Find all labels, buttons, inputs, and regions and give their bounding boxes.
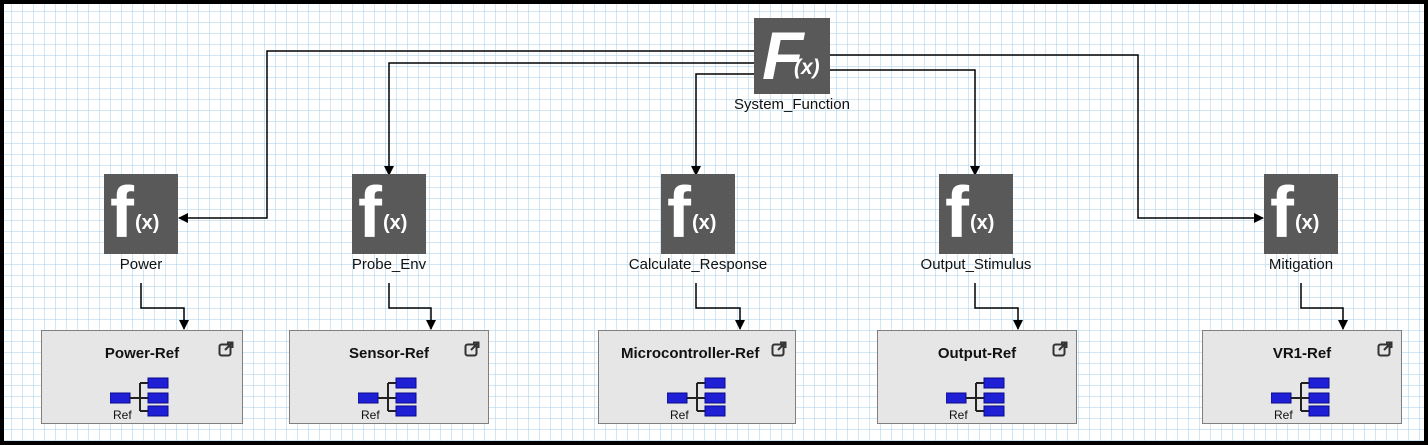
- reference-tag: Ref: [113, 408, 132, 421]
- function-fx-icon: f(x): [104, 173, 178, 254]
- reference-block-vr1-ref[interactable]: VR1-Ref Ref: [1202, 330, 1402, 424]
- reference-tag: Ref: [361, 408, 380, 421]
- function-node-probe-env[interactable]: f(x) Probe_Env: [307, 173, 471, 274]
- system-function-node[interactable]: F(x) System_Function: [704, 18, 880, 114]
- open-external-icon[interactable]: [771, 341, 787, 357]
- edge-system-to-probe-env[interactable]: [384, 62, 754, 176]
- reference-block-sensor-ref[interactable]: Sensor-Ref Ref: [289, 330, 489, 424]
- reference-title: Sensor-Ref: [348, 345, 430, 362]
- edge-power-to-power-ref[interactable]: [140, 283, 189, 330]
- reference-title: VR1-Ref: [1272, 345, 1332, 362]
- edge-output-stimulus-to-output-ref[interactable]: [974, 283, 1023, 330]
- function-node-output-stimulus[interactable]: f(x) Output_Stimulus: [894, 173, 1058, 274]
- reference-tree-icon: Ref: [1271, 377, 1335, 421]
- reference-tag: Ref: [949, 408, 968, 421]
- reference-tree-icon: Ref: [358, 377, 422, 421]
- function-label: Calculate_Response: [628, 256, 768, 273]
- reference-block-microcontroller-ref[interactable]: Microcontroller-Ref Ref: [598, 330, 796, 424]
- reference-tree-icon: Ref: [110, 377, 174, 421]
- edge-system-to-mitigation[interactable]: [830, 54, 1264, 223]
- edge-calculate-response-to-microcontroller-ref[interactable]: [695, 283, 745, 330]
- reference-tree-icon: Ref: [946, 377, 1010, 421]
- reference-block-power-ref[interactable]: Power-Ref Ref: [41, 330, 243, 424]
- reference-block-output-ref[interactable]: Output-Ref Ref: [877, 330, 1077, 424]
- function-label: Mitigation: [1268, 256, 1334, 273]
- function-fx-icon: f(x): [661, 173, 735, 254]
- open-external-icon[interactable]: [1052, 341, 1068, 357]
- reference-title: Output-Ref: [937, 345, 1017, 362]
- edge-system-to-calculate-response[interactable]: [691, 73, 754, 176]
- function-label: Output_Stimulus: [920, 256, 1032, 273]
- edge-probe-env-to-sensor-ref[interactable]: [388, 283, 436, 330]
- function-fx-icon: f(x): [352, 173, 426, 254]
- function-label: Probe_Env: [351, 256, 427, 273]
- open-external-icon[interactable]: [218, 341, 234, 357]
- function-label: Power: [119, 256, 163, 273]
- function-node-mitigation[interactable]: f(x) Mitigation: [1219, 173, 1383, 274]
- open-external-icon[interactable]: [1377, 341, 1393, 357]
- reference-tag: Ref: [670, 408, 689, 421]
- connector-layer: [140, 50, 1348, 330]
- reference-tag: Ref: [1274, 408, 1293, 421]
- function-fx-icon: F(x): [754, 18, 830, 94]
- reference-tree-icon: Ref: [667, 377, 731, 421]
- reference-title: Power-Ref: [104, 345, 180, 362]
- reference-title: Microcontroller-Ref: [621, 345, 760, 362]
- function-node-calculate-response[interactable]: f(x) Calculate_Response: [616, 173, 780, 274]
- function-fx-icon: f(x): [939, 173, 1013, 254]
- edge-mitigation-to-vr1-ref[interactable]: [1300, 283, 1348, 330]
- edge-system-to-power[interactable]: [178, 50, 754, 223]
- function-fx-icon: f(x): [1264, 173, 1338, 254]
- system-function-label: System_Function: [734, 96, 850, 113]
- function-node-power[interactable]: f(x) Power: [59, 173, 223, 274]
- edge-system-to-output-stimulus[interactable]: [830, 69, 980, 176]
- open-external-icon[interactable]: [464, 341, 480, 357]
